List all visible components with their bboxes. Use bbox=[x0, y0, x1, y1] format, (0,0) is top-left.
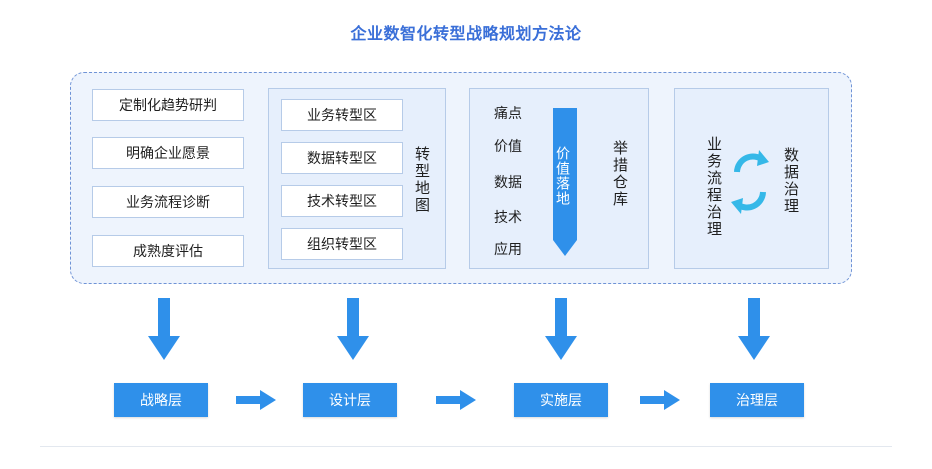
implementation-list-item: 技术 bbox=[494, 210, 522, 226]
right-arrow-icon bbox=[640, 390, 680, 410]
right-arrow-icon bbox=[236, 390, 276, 410]
governance-panel bbox=[674, 88, 829, 269]
down-arrow-icon bbox=[738, 298, 770, 360]
implementation-list-item: 数据 bbox=[494, 175, 522, 191]
right-arrow-icon bbox=[436, 390, 476, 410]
strategy-item: 业务流程诊断 bbox=[92, 186, 244, 218]
implementation-list-item: 价值 bbox=[494, 139, 522, 155]
layer-implementation: 实施层 bbox=[514, 383, 608, 417]
design-label: 转型地图 bbox=[413, 146, 431, 214]
strategy-item: 明确企业愿景 bbox=[92, 137, 244, 169]
governance-right-label: 数据治理 bbox=[782, 147, 800, 215]
down-arrow-icon bbox=[148, 298, 180, 360]
strategy-item: 定制化趋势研判 bbox=[92, 89, 244, 121]
implementation-list-item: 应用 bbox=[494, 242, 522, 258]
cycle-arrows-icon bbox=[731, 150, 769, 214]
down-arrow-icon bbox=[545, 298, 577, 360]
design-zone: 业务转型区 bbox=[281, 99, 403, 131]
strategy-item: 成熟度评估 bbox=[92, 235, 244, 267]
layer-design: 设计层 bbox=[303, 383, 397, 417]
design-zone: 技术转型区 bbox=[281, 185, 403, 217]
implementation-list-item: 痛点 bbox=[494, 106, 522, 122]
design-zone: 数据转型区 bbox=[281, 142, 403, 174]
layer-strategy: 战略层 bbox=[114, 383, 208, 417]
governance-left-label: 业务流程治理 bbox=[705, 136, 723, 238]
value-arrow-shape bbox=[553, 108, 577, 256]
design-zone: 组织转型区 bbox=[281, 228, 403, 260]
down-arrow-icon bbox=[337, 298, 369, 360]
value-arrow-text: 价值落地 bbox=[554, 146, 570, 206]
implementation-label: 举措仓库 bbox=[611, 140, 629, 208]
layer-governance: 治理层 bbox=[710, 383, 804, 417]
diagram-title: 企业数智化转型战略规划方法论 bbox=[350, 24, 582, 43]
bottom-divider bbox=[40, 446, 892, 447]
